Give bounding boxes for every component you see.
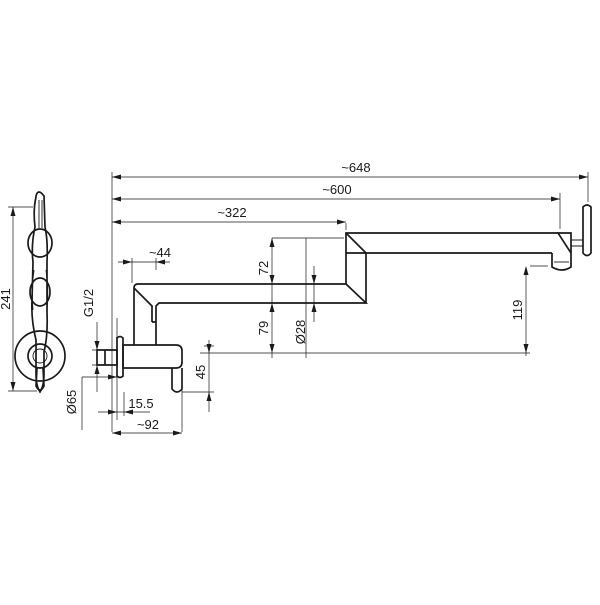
dim-45-arrow-top xyxy=(206,344,212,353)
dim-322-label: ~322 xyxy=(217,205,246,220)
dim-79-arrow-bottom xyxy=(269,344,275,353)
lower-arm xyxy=(146,283,369,322)
dim-45-arrow-bottom xyxy=(206,392,212,401)
valve-body xyxy=(122,344,183,369)
dim-28-label: Ø28 xyxy=(293,320,308,345)
dim-72-label: 72 xyxy=(256,261,271,275)
front-view xyxy=(96,204,592,393)
dim-648-arrow-left xyxy=(112,174,121,180)
dim-241-label: 241 xyxy=(0,288,13,310)
dim-15-5-label: 15.5 xyxy=(128,396,153,411)
dim-600-label: ~600 xyxy=(322,182,351,197)
wall-flange xyxy=(116,335,124,379)
dim-15-5-arrow-right xyxy=(124,409,133,415)
dim-119-arrow-top xyxy=(523,266,529,275)
dim-15-5-arrow-left xyxy=(108,409,117,415)
dim-119-arrow-bottom xyxy=(523,344,529,353)
side-view-hub-inner xyxy=(32,348,48,364)
dim-44-arrow-left xyxy=(123,259,132,265)
dim-241-extension xyxy=(8,206,37,392)
dim-44-label: ~44 xyxy=(149,245,171,260)
side-view-stem xyxy=(38,200,43,228)
side-view-body xyxy=(30,191,49,394)
side-view-lever-lines xyxy=(31,269,49,311)
side-view-hub xyxy=(27,343,53,369)
dim-119-label: 119 xyxy=(510,300,525,321)
side-view-handle xyxy=(35,367,45,391)
dim-g12-line xyxy=(92,322,98,392)
spout-head xyxy=(551,232,572,271)
side-view-lever-upper xyxy=(27,228,53,258)
dim-79-arrow-top xyxy=(269,303,275,312)
dim-45-label: 45 xyxy=(193,365,208,379)
dim-600-arrow-right xyxy=(551,196,560,202)
dim-72-arrow-bottom xyxy=(269,275,275,284)
wall-nut xyxy=(96,349,118,366)
dim-79-label: 79 xyxy=(256,321,271,335)
spout-lever xyxy=(582,204,592,257)
dim-92-label: ~92 xyxy=(137,417,159,432)
dim-g12-label: G1/2 xyxy=(81,289,96,317)
vertical-riser xyxy=(133,283,157,345)
dim-322-arrow-left xyxy=(112,219,121,225)
dim-322-arrow-right xyxy=(337,219,346,225)
dim-648-label: ~648 xyxy=(341,160,370,175)
dim-44-arrow-right xyxy=(156,259,165,265)
dim-65-label: Ø65 xyxy=(64,390,79,415)
dim-241-arrow-top xyxy=(10,207,16,216)
dim-g12-arrow-top xyxy=(94,341,100,350)
dim-600-arrow-left xyxy=(112,196,121,202)
dimension-lines: ~648 ~600 ~322 ~44 72 79 Ø28 1 xyxy=(64,160,589,436)
side-view-flange xyxy=(14,330,66,382)
upper-elbow xyxy=(345,232,367,254)
dim-65-arrow xyxy=(108,374,117,380)
spout-lever-base xyxy=(571,239,583,247)
dim-28-arrow-top xyxy=(311,275,317,284)
dim-72-arrow-top xyxy=(269,238,275,247)
dim-g12-arrow-bottom xyxy=(94,365,100,374)
dim-241-arrow-bottom xyxy=(10,382,16,391)
valve-handle xyxy=(171,368,183,393)
side-view-lever-lower xyxy=(29,277,51,307)
dim-92-arrow-left xyxy=(112,430,121,436)
dim-648-arrow-right xyxy=(579,174,588,180)
dim-92-arrow-right xyxy=(173,430,182,436)
lower-arm-joint xyxy=(133,287,156,323)
dim-28-arrow-bottom xyxy=(311,303,317,312)
side-view: 241 xyxy=(0,191,66,394)
